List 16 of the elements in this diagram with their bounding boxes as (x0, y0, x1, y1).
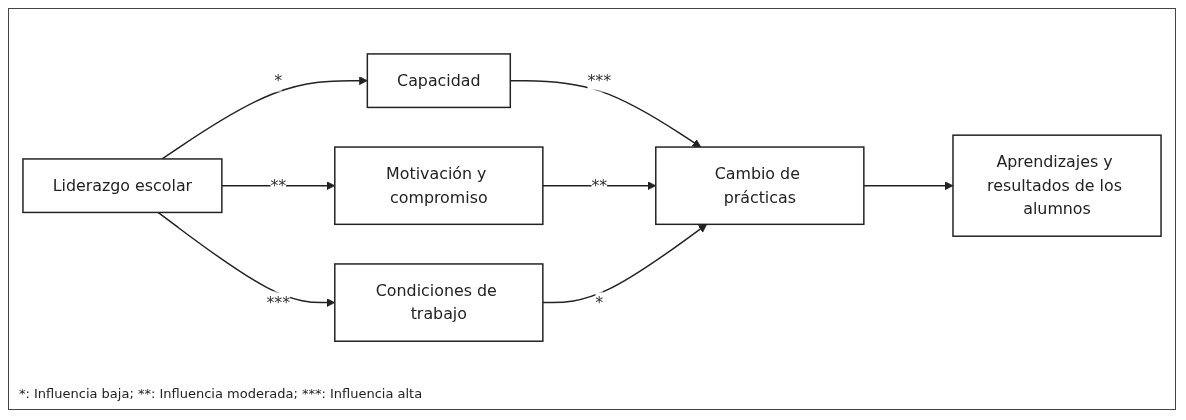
arrow (863, 181, 954, 190)
edge-label: ** (270, 175, 287, 195)
node-box: Motivación y compromiso (334, 146, 544, 225)
arrow (161, 76, 368, 160)
node-box: Cambio de prácticas (655, 146, 865, 225)
arrow (542, 223, 708, 304)
edge-label: * (595, 292, 604, 312)
node-box: Liderazgo escolar (22, 158, 223, 214)
edge-label: ** (591, 175, 608, 195)
edge-label: *** (587, 70, 612, 90)
node-box: Condiciones de trabajo (334, 263, 544, 342)
edge-label: *** (266, 292, 291, 312)
node-box: Capacidad (366, 53, 512, 109)
node-box: Aprendizajes y resultados de los alumnos (952, 134, 1162, 237)
footnote: *: Influencia baja; **: Influencia moderada; ***: Influencia alta (19, 386, 423, 401)
edge-label: * (274, 70, 283, 90)
